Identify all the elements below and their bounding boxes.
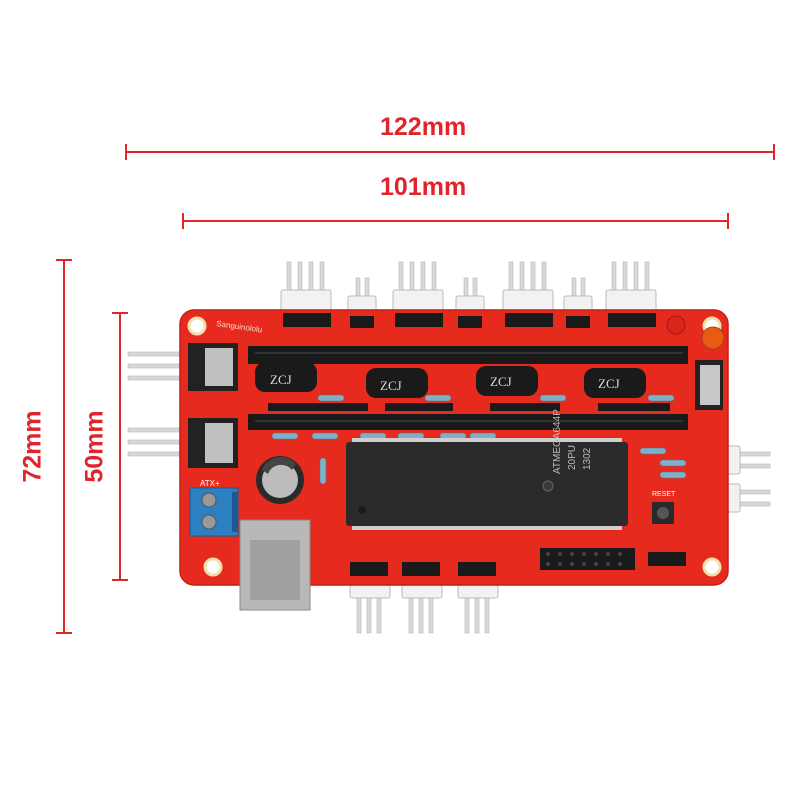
chip-label-line2: 20PU — [567, 445, 578, 470]
left-pin-headers — [127, 351, 191, 457]
chip-label-line3: 1302 — [582, 447, 593, 470]
usb-connector — [239, 519, 311, 611]
bottom-connectors — [349, 577, 499, 634]
reset-label: RESET — [652, 491, 676, 498]
capacitors: ZCJ ZCJ ZCJ ZCJ — [255, 362, 646, 398]
power-terminal: ATX+ — [189, 479, 239, 537]
power-label: ATX+ — [200, 479, 220, 488]
capacitor-label-1: ZCJ — [270, 372, 292, 387]
header-row-top — [248, 346, 688, 364]
led-orange — [701, 326, 725, 350]
microcontroller-chip: ATMEGA644P 20PU 1302 — [346, 409, 628, 530]
dimension-lines — [56, 144, 775, 634]
capacitor-label-3: ZCJ — [490, 374, 512, 389]
width-outer-label: 122mm — [380, 113, 467, 141]
chip-label-line1: ATMEGA644P — [552, 409, 563, 474]
capacitor-label-4: ZCJ — [598, 376, 620, 391]
electrolytic-capacitor — [256, 456, 304, 504]
voltage-regulators — [188, 343, 238, 468]
pcb-board: Sanguinololu — [179, 309, 729, 611]
top-connectors — [280, 261, 657, 317]
resistors — [271, 394, 687, 485]
capacitor-label-2: ZCJ — [380, 378, 402, 393]
led-red — [666, 315, 686, 335]
reset-button: RESET — [652, 491, 676, 524]
width-inner-label: 101mm — [380, 173, 467, 201]
